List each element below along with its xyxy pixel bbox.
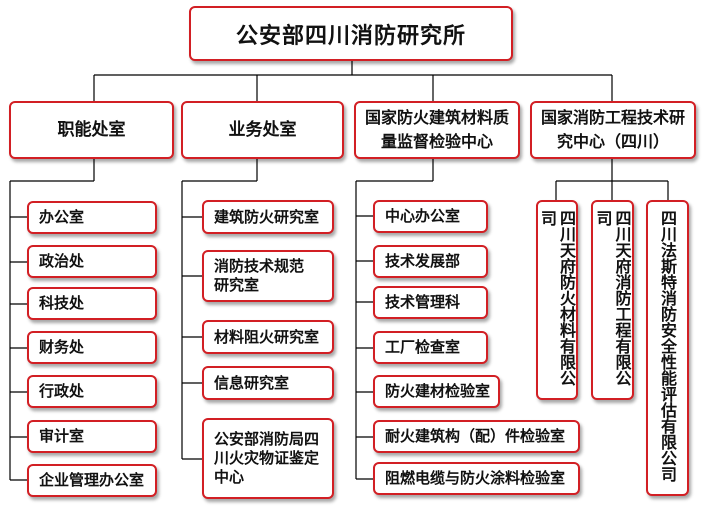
- root-node-label: 公安部四川消防研究所: [235, 23, 466, 49]
- dept-node-inspection-center: 国家防火建筑材料质量监督检验中心: [354, 101, 520, 159]
- org-unit-label: 防火建材检验室: [385, 382, 491, 400]
- dept-node-label: 国家防火建筑材料质量监督检验中心: [364, 108, 509, 151]
- org-unit-label: 审计室: [39, 427, 85, 445]
- org-unit-node: 防火建材检验室: [373, 375, 500, 408]
- root-node: 公安部四川消防研究所: [189, 6, 513, 61]
- org-unit-label: 技术管理科: [385, 293, 461, 311]
- org-unit-node: 公安部消防局四川火灾物证鉴定中心: [202, 418, 334, 499]
- org-unit-label: 科技处: [39, 294, 85, 312]
- org-unit-label: 四川法斯特消防安全性能评估有限公司: [658, 210, 677, 482]
- org-unit-node: 中心办公室: [373, 200, 488, 233]
- org-unit-node: 四川天府防火材料有限公司: [536, 200, 578, 400]
- org-unit-label: 建筑防火研究室: [214, 207, 320, 226]
- org-unit-node: 信息研究室: [202, 366, 334, 400]
- org-unit-label: 材料阻火研究室: [214, 327, 320, 346]
- dept-node-label: 业务处室: [228, 120, 297, 140]
- org-unit-node: 行政处: [27, 375, 157, 408]
- org-unit-node: 工厂检查室: [373, 331, 488, 364]
- dept-node-engineering-center: 国家消防工程技术研究中心（四川）: [530, 101, 696, 159]
- org-unit-label: 消防技术规范研究室: [214, 257, 305, 294]
- org-unit-label: 阻燃电缆与防火涂料检验室: [385, 469, 566, 487]
- dept-node-label: 国家消防工程技术研究中心（四川）: [540, 108, 685, 151]
- org-unit-label: 公安部消防局四川火灾物证鉴定中心: [214, 430, 320, 486]
- org-unit-label: 四川天府防火材料有限公司: [538, 210, 576, 386]
- org-unit-node: 消防技术规范研究室: [202, 250, 334, 302]
- org-unit-label: 财务处: [39, 338, 85, 356]
- org-unit-node: 技术发展部: [373, 245, 488, 278]
- org-unit-node: 科技处: [27, 287, 157, 320]
- org-unit-node: 审计室: [27, 420, 157, 453]
- dept-node-label: 职能处室: [57, 120, 126, 140]
- org-unit-label: 办公室: [39, 208, 85, 226]
- org-unit-node: 四川天府消防工程有限公司: [591, 200, 634, 400]
- org-unit-label: 技术发展部: [385, 252, 461, 270]
- org-unit-label: 行政处: [39, 382, 85, 400]
- org-unit-node: 政治处: [27, 245, 157, 278]
- dept-node-functional: 职能处室: [9, 101, 174, 159]
- org-unit-node: 阻燃电缆与防火涂料检验室: [373, 462, 580, 495]
- org-unit-node: 企业管理办公室: [27, 464, 157, 497]
- org-unit-label: 工厂检查室: [385, 338, 461, 356]
- org-unit-label: 信息研究室: [214, 373, 290, 392]
- org-unit-node: 财务处: [27, 331, 157, 364]
- org-unit-node: 四川法斯特消防安全性能评估有限公司: [646, 200, 689, 496]
- org-unit-label: 耐火建筑构（配）件检验室: [385, 427, 566, 445]
- org-unit-label: 政治处: [39, 252, 85, 270]
- dept-node-business: 业务处室: [181, 101, 344, 159]
- org-unit-node: 建筑防火研究室: [202, 200, 334, 234]
- org-unit-label: 中心办公室: [385, 207, 461, 225]
- org-unit-label: 四川天府消防工程有限公司: [593, 210, 632, 386]
- org-unit-node: 技术管理科: [373, 286, 488, 319]
- org-unit-node: 办公室: [27, 201, 157, 234]
- org-unit-node: 耐火建筑构（配）件检验室: [373, 420, 580, 453]
- org-unit-node: 材料阻火研究室: [202, 320, 334, 354]
- org-unit-label: 企业管理办公室: [39, 471, 145, 489]
